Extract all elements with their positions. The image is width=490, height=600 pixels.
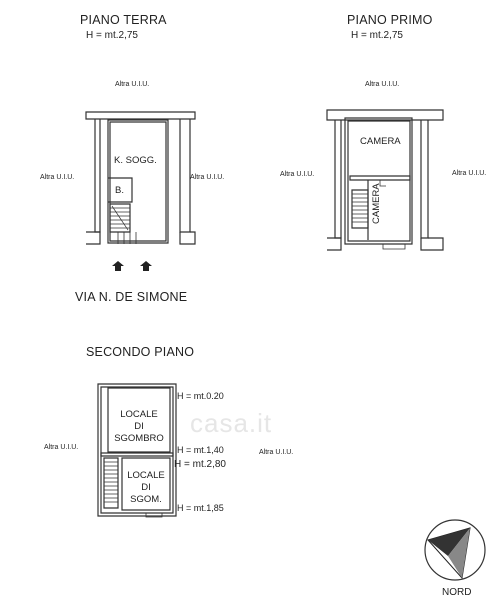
street-name: VIA N. DE SIMONE (75, 290, 188, 304)
second-height-mid: H = mt.1,40 (177, 445, 224, 455)
first-left-neighbor: Altra U.I.U. (280, 171, 315, 178)
second-floor-plan (97, 383, 177, 518)
ground-floor-title: PIANO TERRA (80, 13, 167, 27)
watermark: casa.it (190, 408, 273, 438)
first-room-bottom: CAMERA (371, 183, 382, 224)
ground-left-neighbor: Altra U.I.U. (40, 174, 75, 181)
first-right-neighbor: Altra U.I.U. (452, 170, 487, 177)
second-height-top: H = mt.0.20 (177, 391, 224, 401)
ground-floor-plan (85, 111, 196, 245)
ground-floor-height: H = mt.2,75 (86, 30, 138, 41)
second-height-mid2: H = mt.2,80 (174, 459, 226, 470)
ground-room-kitchen: K. SOGG. (114, 155, 157, 166)
second-room-top: LOCALE DI SGOMBRO (114, 409, 164, 444)
second-room-bottom: LOCALE DI SGOM. (127, 470, 165, 505)
entrance-arrows (112, 261, 152, 271)
compass-label: NORD (442, 587, 472, 598)
first-floor-title: PIANO PRIMO (347, 13, 433, 27)
first-floor-plan (326, 109, 444, 251)
second-right-neighbor: Altra U.I.U. (259, 449, 294, 456)
ground-right-neighbor: Altra U.I.U. (190, 174, 225, 181)
first-top-neighbor: Altra U.I.U. (365, 81, 400, 88)
north-arrow-icon (424, 519, 486, 581)
second-left-neighbor: Altra U.I.U. (44, 444, 79, 451)
second-floor-title: SECONDO PIANO (86, 345, 195, 359)
first-floor-height: H = mt.2,75 (351, 30, 403, 41)
first-room-top: CAMERA (360, 136, 401, 147)
second-height-bottom: H = mt.1,85 (177, 503, 224, 513)
ground-room-bath: B. (115, 185, 124, 196)
ground-top-neighbor: Altra U.I.U. (115, 81, 150, 88)
